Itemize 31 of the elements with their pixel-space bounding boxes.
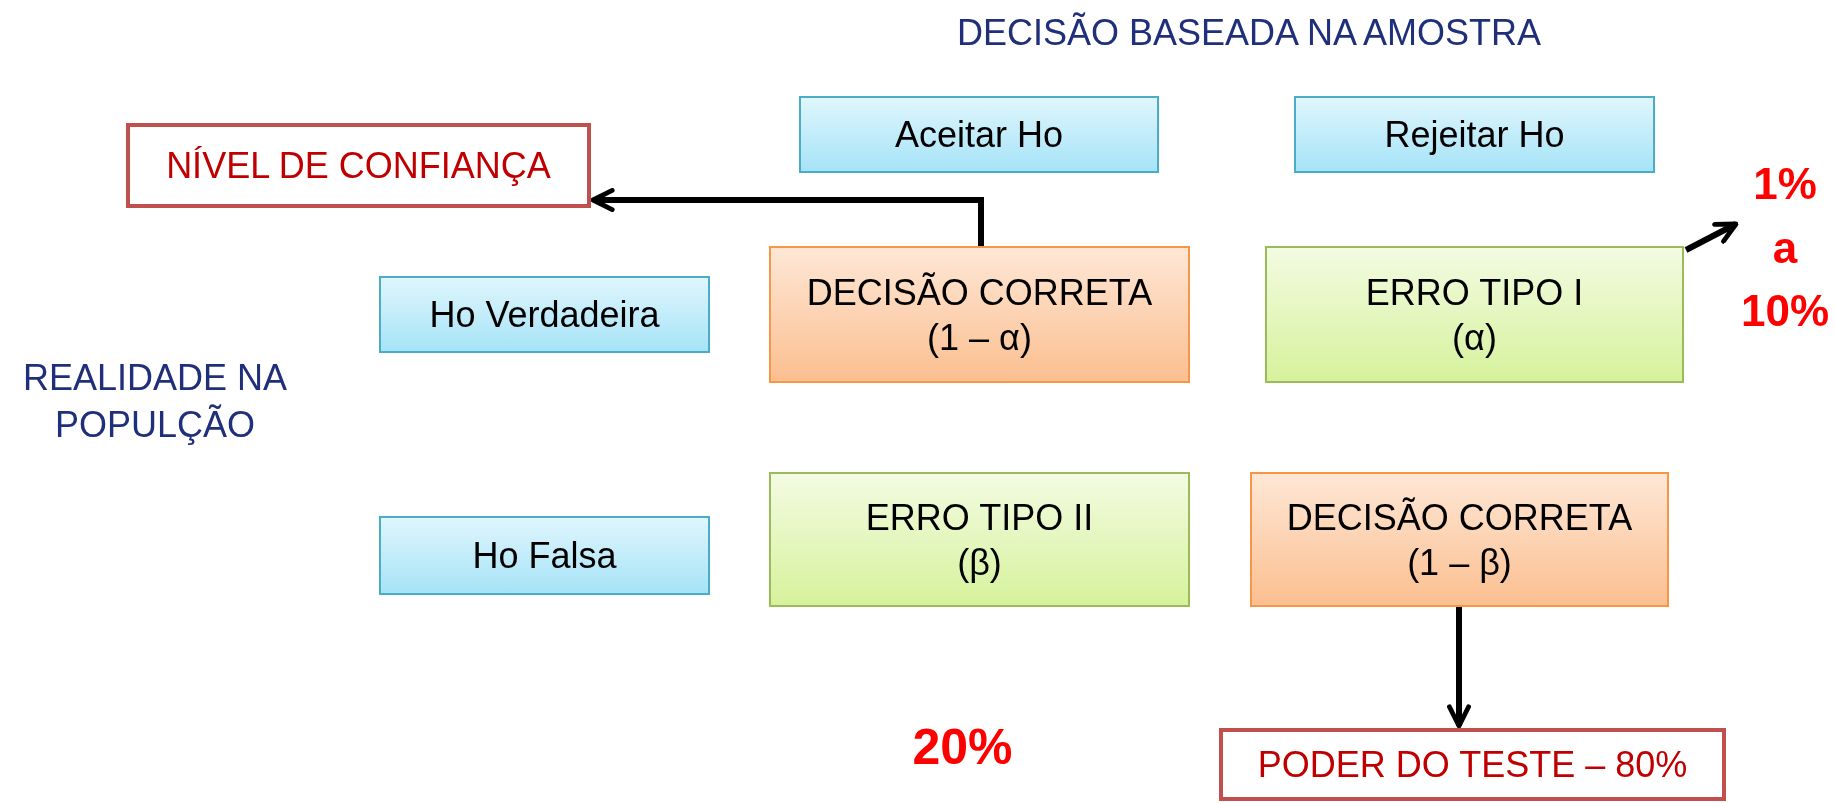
- result-box: [126, 123, 591, 208]
- axis-title: REALIDADE NA POPULÇÃO: [21, 356, 289, 447]
- header-box: [1294, 96, 1655, 173]
- header-box: [379, 276, 710, 353]
- arrow: [590, 188, 984, 246]
- box-text: NÍVEL DE CONFIANÇA: [166, 144, 551, 188]
- box-text: PODER DO TESTE – 80%: [1257, 743, 1688, 787]
- decision-box: [1250, 472, 1669, 607]
- formula-text: (α): [1452, 315, 1497, 360]
- box-text: Rejeitar Ho: [1384, 113, 1565, 157]
- formula-text: (1 – β): [1407, 540, 1512, 585]
- box-text: ERRO TIPO I: [1365, 270, 1584, 315]
- box-text: Ho Verdadeira: [429, 293, 660, 337]
- decision-box: [769, 246, 1190, 383]
- box-text: Aceitar Ho: [894, 113, 1064, 157]
- error-box: [1265, 246, 1684, 383]
- box-text: ERRO TIPO II: [865, 495, 1094, 540]
- formula-text: (1 – α): [927, 315, 1032, 360]
- box-text: DECISÃO CORRETA: [1286, 495, 1633, 540]
- header-box: [799, 96, 1159, 173]
- axis-title: DECISÃO BASEADA NA AMOSTRA: [955, 11, 1543, 55]
- box-text: DECISÃO CORRETA: [806, 270, 1153, 315]
- percentage-text: 20%: [911, 718, 1014, 777]
- box-text: Ho Falsa: [472, 534, 617, 578]
- header-box: [379, 516, 710, 595]
- formula-text: (β): [957, 540, 1002, 585]
- arrow: [1447, 607, 1471, 729]
- error-box: [769, 472, 1190, 607]
- result-box: [1219, 728, 1726, 801]
- percentage-text: 1% a 10%: [1739, 157, 1831, 338]
- arrow: [1684, 221, 1739, 253]
